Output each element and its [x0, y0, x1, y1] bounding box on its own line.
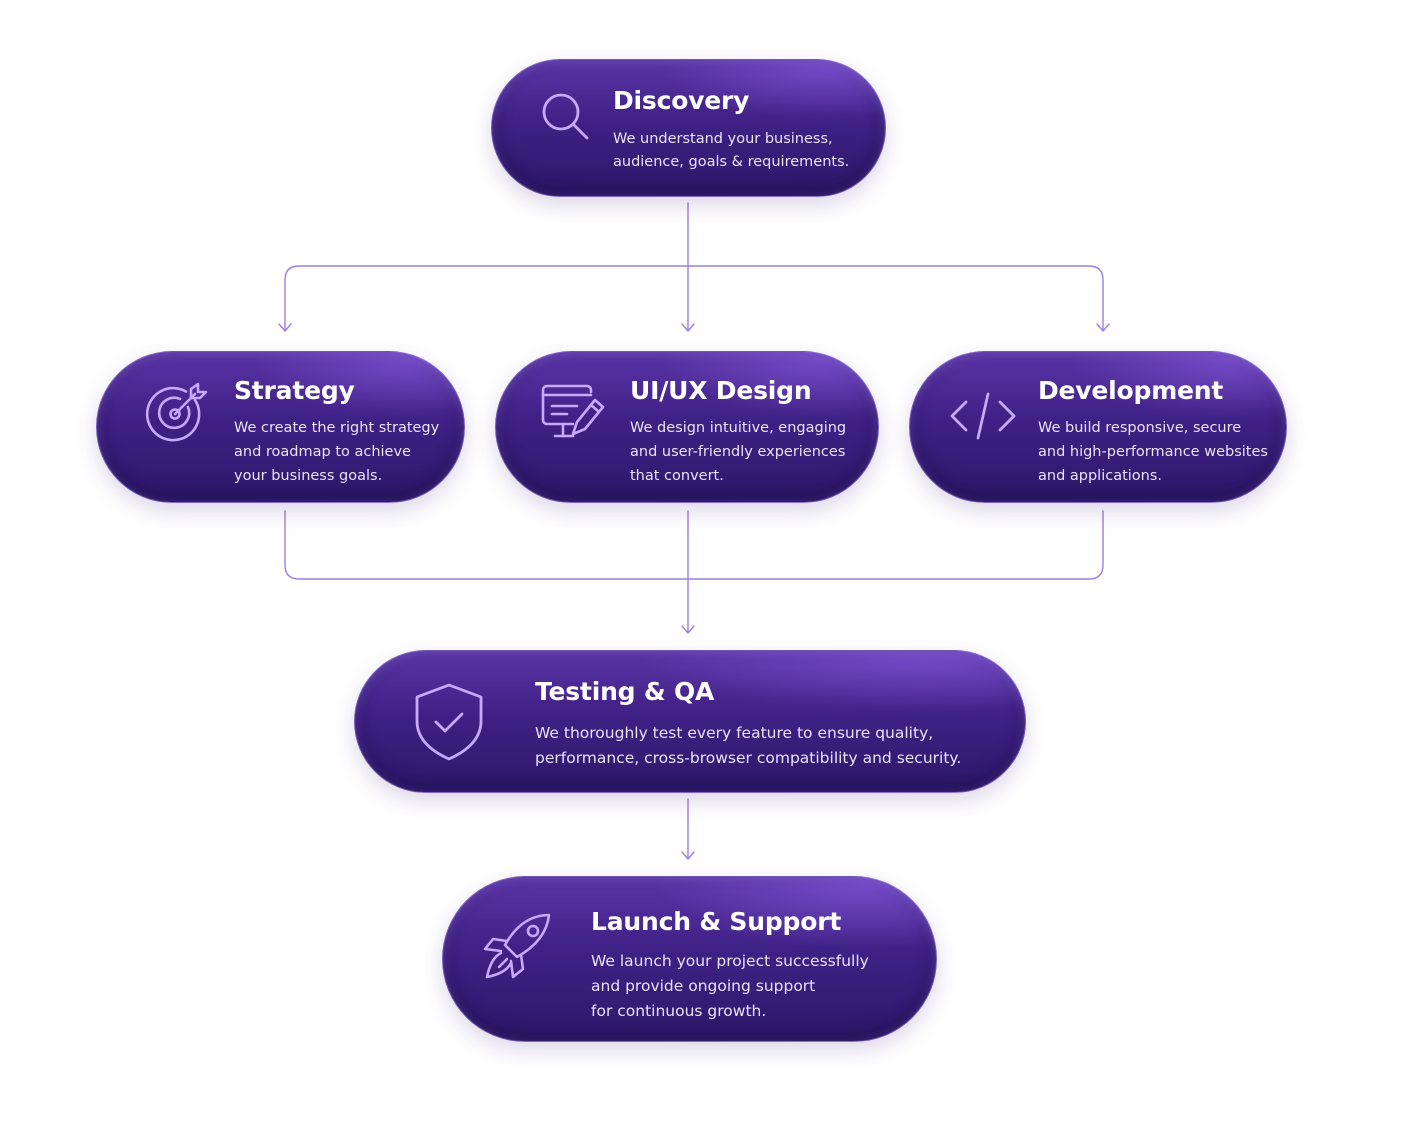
- step-description: We design intuitive, engaging and user-f…: [630, 420, 847, 484]
- search-icon: [542, 93, 589, 140]
- step-description: We build responsive, secure and high-per…: [1038, 420, 1268, 484]
- rocket-icon: [483, 913, 551, 979]
- step-uiux-design: UI/UX Design We design intuitive, engagi…: [495, 351, 879, 503]
- step-discovery: Discovery We understand your business, a…: [491, 59, 886, 197]
- connector-merge-horizontal: [284, 510, 1104, 580]
- step-title: Development: [1038, 376, 1224, 405]
- step-title: Launch & Support: [591, 907, 842, 936]
- step-testing-qa: Testing & QA We thoroughly test every fe…: [354, 650, 1026, 793]
- arrowhead-uiux: [681, 323, 695, 332]
- target-icon: [145, 382, 208, 442]
- step-title: Strategy: [234, 376, 355, 405]
- arrowhead-development: [1096, 323, 1110, 332]
- step-development: Development We build responsive, secure …: [909, 351, 1287, 503]
- step-description: We launch your project successfully and …: [591, 952, 869, 1020]
- step-description: We create the right strategy and roadmap…: [234, 420, 440, 484]
- arrowhead-strategy: [278, 323, 292, 332]
- step-title: Testing & QA: [535, 677, 715, 706]
- step-description: We thoroughly test every feature to ensu…: [535, 724, 962, 767]
- shield-check-icon: [415, 683, 483, 761]
- arrowhead-launch: [681, 851, 695, 860]
- step-description: We understand your business, audience, g…: [613, 131, 850, 170]
- arrowhead-testing: [681, 625, 695, 634]
- step-title: UI/UX Design: [630, 376, 812, 405]
- code-icon: [950, 392, 1016, 440]
- monitor-pen-icon: [541, 384, 605, 438]
- connector-split-horizontal: [284, 265, 1104, 331]
- step-launch-support: Launch & Support We launch your project …: [442, 876, 937, 1042]
- step-title: Discovery: [613, 86, 750, 115]
- step-strategy: Strategy We create the right strategy an…: [96, 351, 465, 503]
